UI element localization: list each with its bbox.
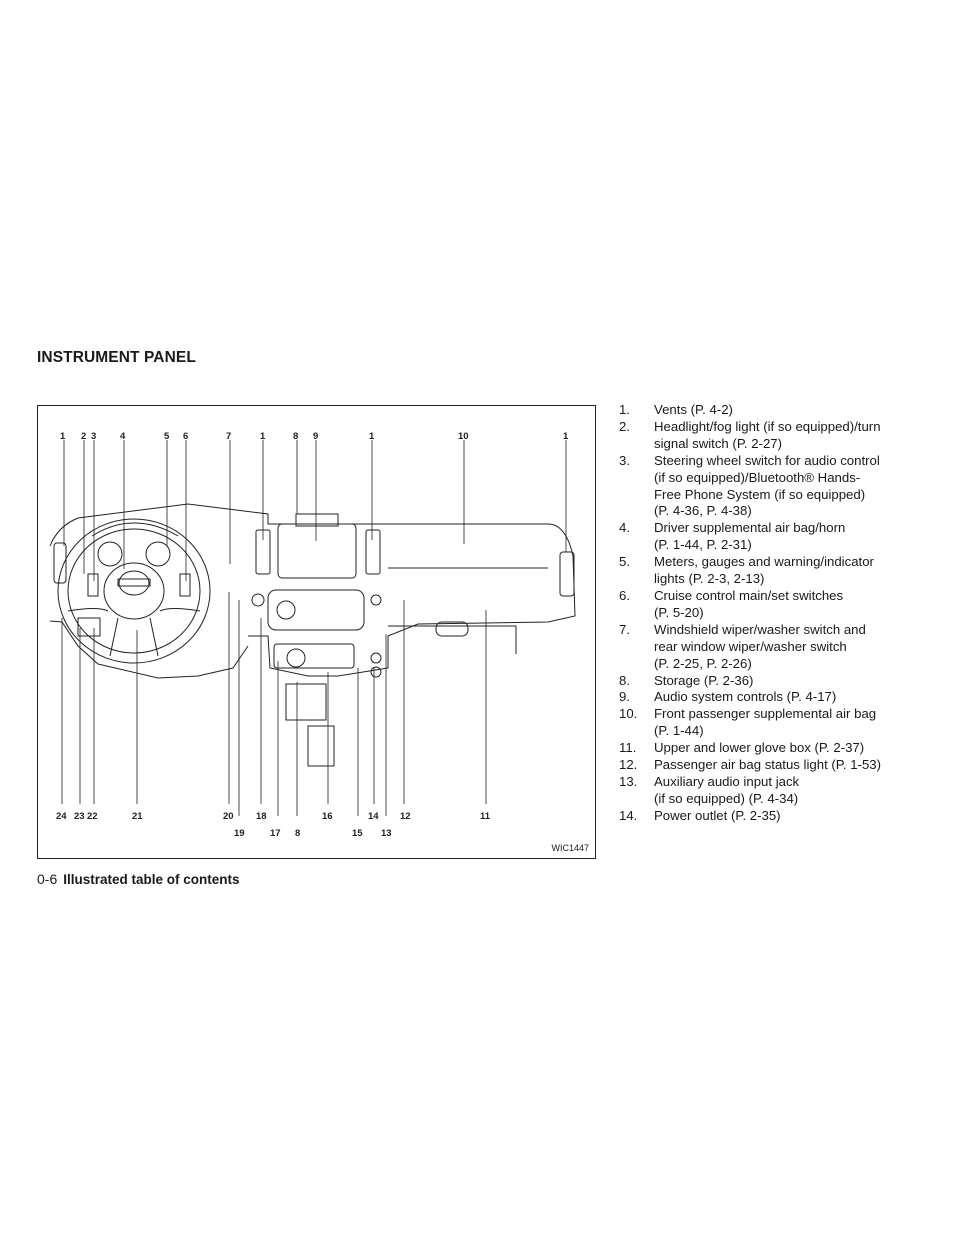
figure-code: WIC1447: [551, 843, 589, 853]
list-item: 12.Passenger air bag status light (P. 1-…: [619, 757, 881, 773]
callout-7: 7: [226, 431, 231, 442]
callout-20: 20: [223, 811, 234, 822]
speedometer: [145, 541, 171, 567]
callout-13: 13: [381, 828, 392, 839]
steering-wheel-inner: [67, 528, 201, 654]
callout-8b: 8: [295, 828, 300, 839]
leader-lines: [63, 440, 567, 581]
callout-19: 19: [234, 828, 245, 839]
leader-lines-bottom: [61, 592, 487, 816]
dashboard-outline: [49, 503, 576, 677]
list-item: 11.Upper and lower glove box (P. 2-37): [619, 740, 865, 756]
callout-1b: 1: [260, 431, 266, 442]
section-title: INSTRUMENT PANEL: [37, 349, 196, 366]
callout-23: 23: [74, 811, 85, 822]
page-footer: 0-6 Illustrated table of contents: [37, 871, 240, 887]
instrument-panel-figure: 1 2 3 4 5 6 7 1 8 9 1 10 1 24 23 22 21 2…: [37, 405, 596, 859]
callout-1d: 1: [563, 431, 569, 442]
list-item: 1.Vents (P. 4-2): [619, 402, 733, 417]
callout-21: 21: [132, 811, 143, 822]
list-item: 10.Front passenger supplemental air bag …: [619, 706, 877, 739]
power-outlet-knob: [286, 648, 306, 668]
callout-1a: 1: [60, 431, 66, 442]
list-item: 9.Audio system controls (P. 4-17): [619, 689, 837, 705]
left-vent: [53, 542, 67, 584]
logo-bar: [117, 578, 151, 587]
callout-9: 9: [313, 431, 318, 442]
footer-title: Illustrated table of contents: [63, 872, 240, 887]
list-item: 2.Headlight/fog light (if so equipped)/t…: [619, 418, 881, 451]
status-light: [251, 593, 265, 607]
audio-switches: [87, 573, 99, 597]
callout-2: 2: [81, 431, 86, 442]
callout-14: 14: [368, 811, 379, 822]
upper-storage: [295, 513, 339, 527]
outlet-left: [370, 652, 382, 664]
callout-3: 3: [91, 431, 96, 442]
steering-hub: [103, 562, 165, 620]
callout-4: 4: [120, 431, 126, 442]
gauge-cluster: [91, 522, 179, 537]
aux-jack: [370, 594, 382, 606]
callout-6: 6: [183, 431, 188, 442]
callout-18: 18: [256, 811, 267, 822]
steering-wheel-outer: [57, 518, 211, 664]
callout-11: 11: [480, 811, 491, 822]
cruise-switches: [179, 573, 191, 597]
list-item: 3.Steering wheel switch for audio contro…: [619, 452, 880, 519]
callout-10: 10: [458, 431, 469, 442]
callout-1c: 1: [369, 431, 375, 442]
instrument-panel-drawing: 1 2 3 4 5 6 7 1 8 9 1 10 1 24 23 22 21 2…: [49, 431, 576, 839]
outlet-right: [370, 666, 382, 678]
lower-console: [273, 643, 355, 669]
list-item: 6.Cruise control main/set switches (P. 5…: [619, 587, 844, 620]
dashboard-lower-line: [49, 620, 249, 679]
list-item: 5.Meters, gauges and warning/indicator l…: [619, 554, 874, 587]
list-item: 13.Auxiliary audio input jack (if so equ…: [619, 773, 800, 806]
page-number: 0-6: [37, 871, 58, 887]
callout-22: 22: [87, 811, 98, 822]
shifter-base: [285, 683, 327, 721]
climate-knob: [276, 600, 296, 620]
left-switch-panel: [77, 617, 101, 637]
nissan-logo: [118, 570, 150, 596]
glove-box-handle: [435, 621, 469, 637]
callout-17: 17: [270, 828, 281, 839]
callout-15: 15: [352, 828, 363, 839]
list-item: 8.Storage (P. 2-36): [619, 672, 754, 688]
glove-box-lower: [388, 625, 517, 654]
climate-panel: [267, 589, 365, 631]
component-list: 1.Vents (P. 4-2) 2.Headlight/fog light (…: [619, 402, 919, 825]
list-item: 7.Windshield wiper/washer switch and rea…: [619, 621, 866, 671]
callout-16: 16: [322, 811, 333, 822]
callout-5: 5: [164, 431, 170, 442]
center-vent-right: [365, 529, 381, 575]
callout-12: 12: [400, 811, 411, 822]
list-item: 14.Power outlet (P. 2-35): [619, 807, 781, 823]
steering-spokes: [67, 608, 201, 657]
list-item: 4.Driver supplemental air bag/horn (P. 1…: [619, 520, 846, 553]
shifter-gate: [307, 725, 335, 767]
callout-8a: 8: [293, 431, 298, 442]
audio-unit: [277, 523, 357, 579]
right-vent: [559, 551, 575, 597]
tachometer: [97, 541, 123, 567]
callout-24: 24: [56, 811, 67, 822]
